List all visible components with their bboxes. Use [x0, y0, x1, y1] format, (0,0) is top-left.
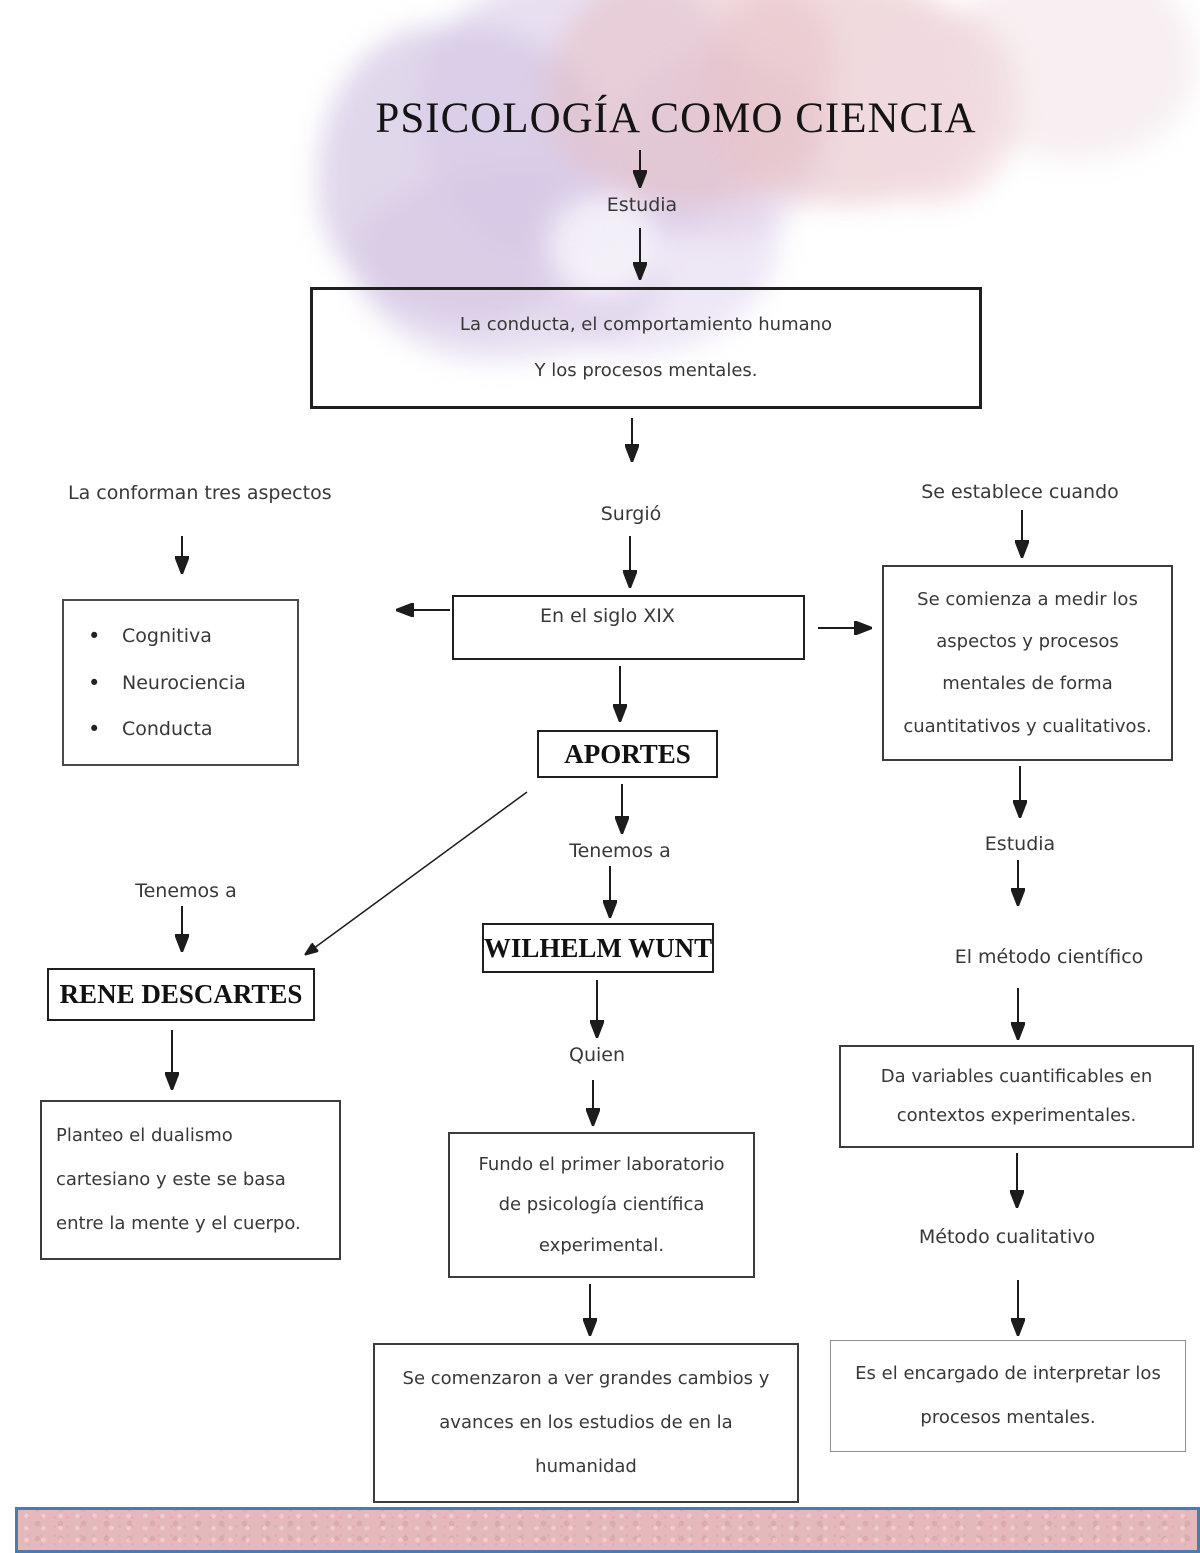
label-quien: Quien	[568, 1044, 626, 1066]
label-estudia-right: Estudia	[984, 833, 1056, 855]
list-item: Conducta	[64, 717, 297, 741]
aspect-label: Neurociencia	[122, 671, 246, 694]
list-item: Neurociencia	[64, 671, 297, 695]
watercolor-blob	[955, 0, 1195, 160]
box-laboratorio: Fundo el primer laboratorio de psicologí…	[448, 1132, 755, 1278]
label-tenemos-center: Tenemos a	[569, 840, 671, 862]
bullet-icon	[88, 671, 122, 695]
bullet-icon	[88, 717, 122, 741]
box-medir-line1: Se comienza a medir los	[917, 588, 1138, 610]
label-estudia-top: Estudia	[606, 194, 678, 216]
box-interpretar-line2: procesos mentales.	[920, 1406, 1096, 1428]
label-metodo-cualitativo: Método cualitativo	[918, 1226, 1096, 1248]
box-medir: Se comienza a medir los aspectos y proce…	[882, 565, 1173, 761]
box-medir-line4: cuantitativos y cualitativos.	[903, 715, 1152, 737]
box-cambios-line3: humanidad	[535, 1456, 637, 1478]
label-establece: Se establece cuando	[921, 481, 1119, 503]
box-planteo-line2: cartesiano y este se basa	[56, 1169, 286, 1191]
box-cambios: Se comenzaron a ver grandes cambios y av…	[373, 1343, 799, 1503]
label-surgio: Surgió	[600, 503, 662, 525]
box-aportes: APORTES	[537, 730, 718, 778]
box-siglo-text: En el siglo XIX	[540, 605, 675, 627]
box-variables-line1: Da variables cuantificables en	[880, 1065, 1153, 1087]
box-variables: Da variables cuantificables en contextos…	[839, 1045, 1194, 1148]
bullet-icon	[88, 624, 122, 648]
list-item: Cognitiva	[64, 624, 297, 648]
footer-decoration-bar	[15, 1507, 1200, 1553]
box-conducta: La conducta, el comportamiento humano Y …	[310, 287, 982, 409]
box-planteo-line1: Planteo el dualismo	[56, 1125, 233, 1147]
box-conducta-line2: Y los procesos mentales.	[534, 359, 758, 381]
box-interpretar: Es el encargado de interpretar los proce…	[830, 1340, 1186, 1452]
box-laboratorio-line1: Fundo el primer laboratorio	[478, 1153, 725, 1175]
label-conforman: La conforman tres aspectos	[68, 482, 332, 504]
box-aspectos: Cognitiva Neurociencia Conducta	[62, 599, 299, 766]
box-interpretar-line1: Es el encargado de interpretar los	[855, 1363, 1161, 1385]
box-medir-line2: aspectos y procesos	[936, 630, 1119, 652]
box-medir-line3: mentales de forma	[942, 673, 1113, 695]
label-metodo-cientifico: El método científico	[954, 946, 1144, 968]
box-conducta-line1: La conducta, el comportamiento humano	[459, 314, 833, 336]
box-laboratorio-line3: experimental.	[538, 1234, 665, 1256]
box-laboratorio-line2: de psicología científica	[498, 1194, 705, 1216]
aspect-label: Conducta	[122, 718, 213, 741]
box-planteo-line3: entre la mente y el cuerpo.	[56, 1213, 301, 1235]
box-cambios-line1: Se comenzaron a ver grandes cambios y	[402, 1368, 770, 1390]
box-variables-line2: contextos experimentales.	[896, 1105, 1137, 1127]
label-tenemos-left: Tenemos a	[135, 880, 237, 902]
box-wilhelm-wunt: WILHELM WUNT	[482, 923, 714, 973]
box-siglo: En el siglo XIX	[452, 595, 805, 660]
watercolor-blob	[858, 8, 1018, 203]
box-rene-descartes: RENE DESCARTES	[47, 968, 315, 1021]
aspect-label: Cognitiva	[122, 624, 212, 647]
box-cambios-line2: avances en los estudios de en la	[439, 1412, 733, 1434]
page-title: PSICOLOGÍA COMO CIENCIA	[375, 95, 977, 142]
box-planteo: Planteo el dualismo cartesiano y este se…	[40, 1100, 341, 1260]
